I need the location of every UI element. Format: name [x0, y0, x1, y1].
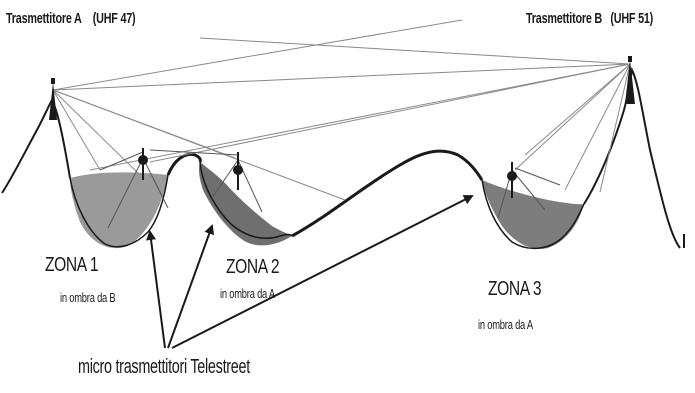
zone-3-note: in ombra da A — [478, 317, 533, 332]
pointer-arrows — [146, 195, 474, 349]
arrow-to-zone1 — [146, 230, 166, 349]
transmitter-a-name: Trasmettitore A — [6, 10, 82, 27]
terrain-hill-1 — [166, 152, 202, 176]
micro-transmitters-caption: micro trasmettitori Telestreet — [78, 356, 250, 378]
micro-transmitter-zone2-icon — [233, 152, 243, 190]
terrain-left-peak — [1, 97, 71, 194]
terrain-zone3-valley — [481, 179, 585, 250]
transmitter-a-label: Trasmettitore A (UHF 47) — [6, 10, 136, 27]
zone-3-shadow-area — [482, 180, 584, 249]
zone-1-note: in ombra da B — [60, 290, 116, 305]
micro-transmitter-zone3-icon — [507, 162, 517, 198]
arrow-to-zone2 — [167, 224, 214, 349]
terrain-main-ridge — [291, 149, 484, 238]
transmitter-a-channel: (UHF 47) — [92, 10, 136, 27]
transmitter-b-name: Trasmettitore B — [526, 10, 602, 27]
transmitter-b-rays — [89, 37, 631, 193]
zone-2-name: ZONA 2 — [226, 256, 280, 278]
transmitter-b-tower-icon — [625, 56, 635, 104]
zone-2-note: in ombra da A — [220, 286, 275, 301]
zone-1-shadow-area — [70, 172, 168, 249]
transmitter-a-tower-icon — [49, 78, 57, 120]
transmitter-a-rays — [52, 19, 631, 201]
zone-1-name: ZONA 1 — [45, 254, 99, 276]
transmitter-b-channel: (UHF 51) — [610, 10, 654, 27]
arrow-to-zone3 — [171, 195, 474, 349]
zone-3-name: ZONA 3 — [488, 278, 542, 300]
micro-transmitter-zone1-icon — [138, 148, 148, 180]
transmitter-b-label: Trasmettitore B (UHF 51) — [526, 10, 653, 27]
terrain-zone2-valley — [199, 161, 293, 239]
terrain-zone1-valley — [69, 174, 169, 248]
